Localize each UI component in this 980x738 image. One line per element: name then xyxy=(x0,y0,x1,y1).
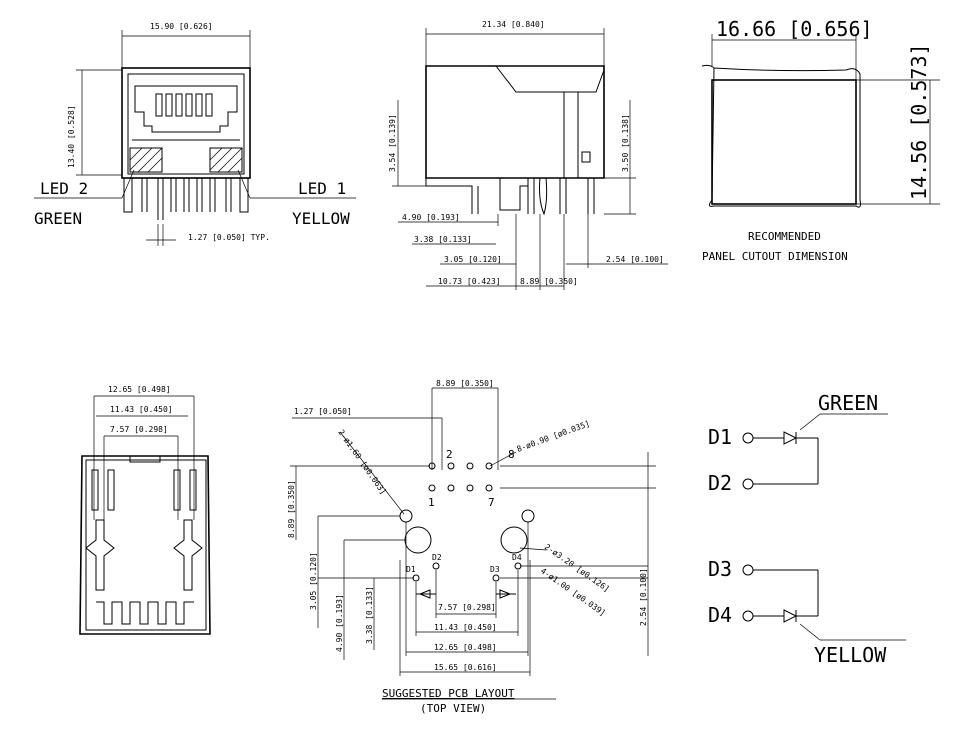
cutout-title-line1: RECOMMENDED xyxy=(748,230,821,243)
pcb-pin2: 2 xyxy=(446,448,453,461)
side-dim-a: 4.90 [0.193] xyxy=(402,213,460,222)
side-length-dim: 21.34 [0.840] xyxy=(482,20,545,29)
schem-green-label: GREEN xyxy=(818,391,878,415)
led1-label: LED 1 xyxy=(298,179,346,198)
pcb-diode-symbol-left xyxy=(416,589,436,599)
bottom-dim-outer: 12.65 [0.498] xyxy=(108,385,171,394)
pcb-dim-pitch: 1.27 [0.050] xyxy=(294,407,352,416)
side-dim-d: 10.73 [0.423] xyxy=(438,277,501,286)
bottom-view: 12.65 [0.498] 11.43 [0.450] 7.57 [0.298] xyxy=(79,385,211,635)
side-dim-e: 8.89 [0.350] xyxy=(520,277,578,286)
side-view: 21.34 [0.840] 3.54 [0.139] 3.50 [0.138] … xyxy=(388,20,668,290)
pcb-d3: D3 xyxy=(490,565,500,574)
front-height-dim: 13.40 [0.528] xyxy=(67,105,76,168)
schem-yellow-label: YELLOW xyxy=(814,643,887,667)
led1-color: YELLOW xyxy=(292,209,350,228)
front-width-dim: 15.90 [0.626] xyxy=(150,22,213,31)
cutout-title-line2: PANEL CUTOUT DIMENSION xyxy=(702,250,848,263)
bottom-pins xyxy=(91,469,197,511)
contact-slots xyxy=(155,93,213,117)
pcb-hole-led: 4-ø1.00 [ø0.039] xyxy=(539,566,607,618)
pcb-hole-pins: 8-ø0.90 [ø0.035] xyxy=(516,419,591,454)
schem-d2: D2 xyxy=(708,471,732,495)
cutout-height-dim: 14.56 [0.573] xyxy=(907,43,931,200)
pcb-dim-3-05: 3.05 [0.120] xyxy=(309,552,318,610)
pcb-dim-top: 8.89 [0.350] xyxy=(436,379,494,388)
pcb-small-holes xyxy=(399,509,535,523)
pcb-dim-7-57: 7.57 [0.298] xyxy=(438,603,496,612)
pcb-hole-small: 2-ø1.60 [ø0.063] xyxy=(336,428,388,496)
front-view: 15.90 [0.626] 13.40 [0.528] xyxy=(34,22,356,246)
bottom-dim-inner: 7.57 [0.298] xyxy=(110,425,168,434)
pcb-vert-dim: 8.89 [0.350] xyxy=(287,480,296,538)
pcb-dim-15-65: 15.65 [0.616] xyxy=(434,663,497,672)
pcb-pin8: 8 xyxy=(508,448,515,461)
side-dim-f: 2.54 [0.100] xyxy=(606,255,664,264)
schem-d4: D4 xyxy=(708,603,732,627)
side-left-height: 3.54 [0.139] xyxy=(388,114,397,172)
pcb-pin1: 1 xyxy=(428,496,435,509)
bottom-dim-mid: 11.43 [0.450] xyxy=(110,405,173,414)
pcb-hole-large: 2-ø3.20 [ø0.126] xyxy=(543,542,611,594)
jack-body-bottom xyxy=(79,455,211,635)
diode-green xyxy=(783,431,798,445)
cutout-outline xyxy=(701,64,861,208)
pitch-dim: 1.27 [0.050] TYP. xyxy=(188,233,270,242)
panel-cutout: 16.66 [0.656] 14.56 [0.573] RECOMMENDED … xyxy=(701,17,940,263)
led1-window xyxy=(209,147,243,173)
pcb-d1: D1 xyxy=(406,565,416,574)
pcb-diode-symbol-right xyxy=(496,589,516,599)
pcb-pin7: 7 xyxy=(488,496,495,509)
side-dim-b: 3.38 [0.133] xyxy=(414,235,472,244)
schem-d1: D1 xyxy=(708,425,732,449)
led-schematic: GREEN D1 D2 D3 D4 YELLOW xyxy=(708,391,906,667)
schem-d3: D3 xyxy=(708,557,732,581)
cutout-width-dim: 16.66 [0.656] xyxy=(716,17,873,41)
side-right-height: 3.50 [0.138] xyxy=(621,114,630,172)
pcb-d2: D2 xyxy=(432,553,442,562)
side-dim-c: 3.05 [0.120] xyxy=(444,255,502,264)
jack-body-side xyxy=(425,65,605,179)
pcb-dim-3-38: 3.38 [0.133] xyxy=(365,586,374,644)
led2-window xyxy=(129,147,163,173)
pcb-subtitle: (TOP VIEW) xyxy=(420,702,486,715)
pcb-d4: D4 xyxy=(512,553,522,562)
pcb-dim-11-43: 11.43 [0.450] xyxy=(434,623,497,632)
pcb-title: SUGGESTED PCB LAYOUT xyxy=(382,687,515,700)
led2-label: LED 2 xyxy=(40,179,88,198)
pcb-dim-12-65: 12.65 [0.498] xyxy=(434,643,497,652)
diode-yellow xyxy=(783,609,798,623)
pcb-pin-holes xyxy=(428,462,493,492)
pcb-layout: 8.89 [0.350] 1.27 [0.050] 2-ø1.60 [ø0.06… xyxy=(287,379,656,715)
pcb-dim-4-90: 4.90 [0.193] xyxy=(335,594,344,652)
pcb-dim-2-54: 2.54 [0.100] xyxy=(639,568,648,626)
bottom-posts xyxy=(85,519,203,591)
jack-body-front xyxy=(121,67,251,179)
pcb-large-holes xyxy=(404,526,528,554)
led2-color: GREEN xyxy=(34,209,82,228)
jack-legs xyxy=(123,177,249,220)
